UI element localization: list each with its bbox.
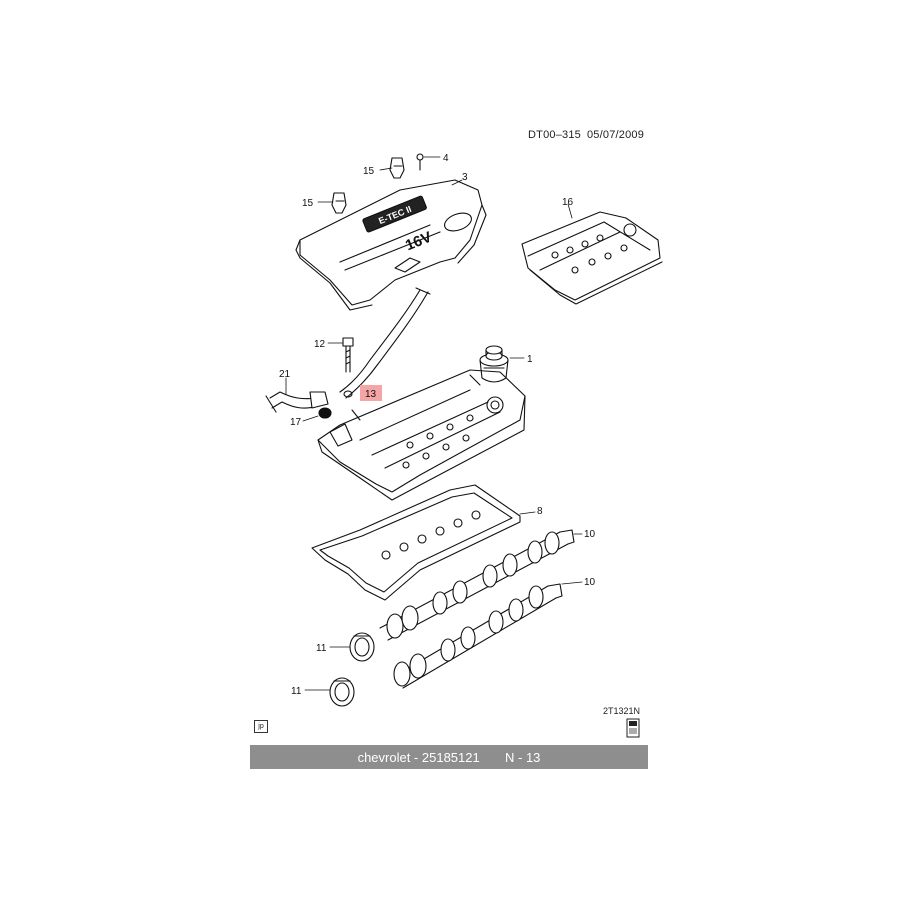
language-box: jp: [254, 720, 268, 733]
manual-book-icon: [626, 718, 640, 738]
pcv-grommet: [318, 407, 332, 419]
callout-11-lower: 11: [291, 686, 302, 697]
callout-4: 4: [443, 153, 449, 164]
bolt-seal-washer: [343, 390, 353, 398]
intake-camshaft: [379, 529, 575, 641]
callout-3: 3: [462, 172, 468, 183]
callout-10-lower: 10: [584, 577, 596, 588]
callout-17: 17: [290, 417, 302, 428]
callout-15-lower: 15: [302, 198, 314, 209]
callout-8: 8: [537, 506, 543, 517]
oil-filler-cap: [479, 345, 509, 383]
callout-21: 21: [279, 369, 291, 380]
engine-cover: E-TEC II 16V: [295, 179, 487, 311]
footer-part-number: 25185121: [421, 749, 480, 765]
camshaft-oil-seal-lower: [329, 677, 355, 707]
footer-ref-label: N - 13: [505, 749, 541, 765]
callout-10-upper: 10: [584, 529, 596, 540]
cover-clip-upper: [389, 157, 405, 179]
rocker-cover-bolt: [342, 337, 354, 373]
highlight-box: [360, 385, 382, 401]
part-footer-bar: chevrolet - 25185121 N - 13: [250, 745, 648, 769]
callout-1: 1: [527, 354, 533, 365]
breather-hose: [339, 287, 431, 399]
callout-11-upper: 11: [316, 643, 327, 654]
camshaft-oil-seal-upper: [349, 632, 375, 662]
cover-bolt: [416, 153, 424, 171]
footer-separator: -: [410, 749, 422, 765]
diagram-code: DT00–315: [528, 129, 581, 141]
pcv-hose: [265, 391, 329, 413]
exhaust-camshaft: [393, 583, 563, 689]
callout-leaders: [285, 156, 583, 691]
callout-16: 16: [562, 197, 574, 208]
rocker-cover-gasket: [311, 484, 521, 601]
head-cover-assembly: [521, 211, 663, 305]
cover-clip-lower: [331, 192, 347, 214]
callout-13: 13: [365, 389, 377, 400]
callout-12: 12: [314, 339, 326, 350]
diagram-header: DT00–315 05/07/2009: [528, 129, 650, 141]
rocker-cover: [317, 369, 526, 501]
diagram-date: 05/07/2009: [586, 129, 645, 141]
callout-15-upper: 15: [363, 166, 375, 177]
footer-brand: chevrolet: [357, 749, 411, 765]
footer-gap: [480, 750, 505, 765]
illustration-ref-code: 2T1321N: [603, 706, 641, 716]
